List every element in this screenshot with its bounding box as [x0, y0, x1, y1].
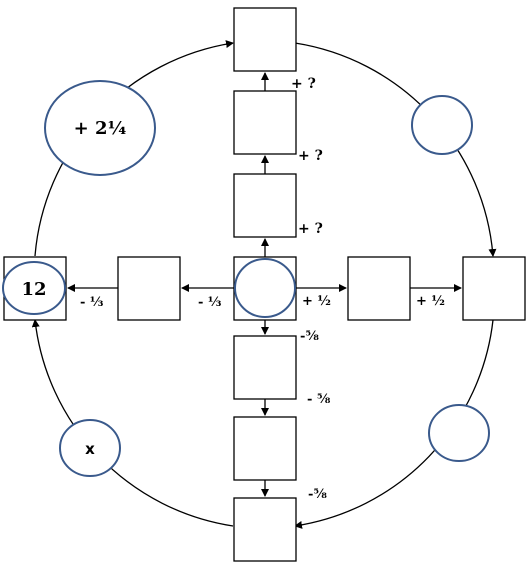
arc-bottom-right	[294, 319, 494, 529]
box-left-1	[117, 256, 181, 321]
label-left-2: - ⅓	[80, 295, 104, 310]
top-right-circle	[411, 95, 473, 155]
center-circle	[234, 258, 296, 318]
box-right-1	[347, 256, 411, 321]
bottom-right-circle	[428, 404, 490, 462]
box-down-1	[233, 335, 297, 400]
label-up-3: + ?	[291, 76, 316, 92]
arc-top-right	[294, 42, 497, 257]
bottom-left-circle-text: x	[85, 440, 95, 458]
top-left-circle	[44, 80, 156, 176]
label-right-2: + ½	[416, 294, 445, 309]
label-down-2: - ⅝	[307, 392, 331, 407]
box-right	[462, 256, 526, 321]
label-down-3: -⅝	[308, 487, 327, 502]
label-up-2: + ?	[298, 148, 323, 164]
box-top	[233, 7, 297, 72]
box-up-2	[233, 90, 297, 155]
arc-bottom-left	[31, 319, 234, 527]
box-bottom	[233, 497, 297, 562]
bottom-left-circle	[59, 419, 121, 477]
box-up-1	[233, 173, 297, 238]
label-up-1: + ?	[298, 221, 323, 237]
top-left-circle-text: + 2¼	[74, 118, 127, 139]
left-value-text: 12	[21, 279, 46, 300]
label-left-1: - ⅓	[198, 295, 222, 310]
left-value-circle	[2, 261, 66, 315]
box-down-2	[233, 416, 297, 481]
label-right-1: + ½	[302, 294, 331, 309]
label-down-1: -⅝	[300, 329, 319, 344]
